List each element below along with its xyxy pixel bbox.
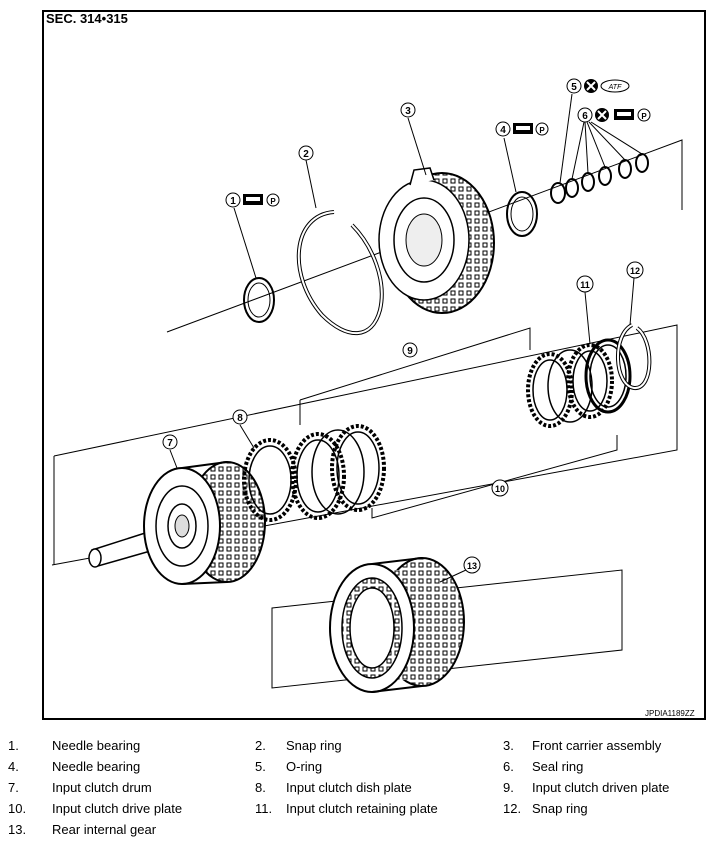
svg-text:2: 2 — [303, 149, 309, 160]
needle-bearing-1 — [233, 207, 275, 323]
callout-11: 11 — [576, 275, 594, 293]
svg-text:3: 3 — [405, 106, 411, 117]
legend-num: 10. — [8, 801, 27, 816]
svg-text:P: P — [539, 126, 545, 135]
legend-label: Front carrier assembly — [532, 738, 662, 753]
petroleum-jelly-icon: P — [535, 122, 549, 136]
legend-label: O-ring — [286, 759, 323, 774]
legend-num: 11. — [255, 801, 273, 816]
svg-text:1: 1 — [230, 196, 236, 207]
legend-num: 7. — [8, 780, 19, 795]
callout-7: 7 — [162, 434, 178, 450]
legend-num: 9. — [503, 780, 514, 795]
atf-icon: ATF — [600, 79, 630, 93]
callout-5: 5 — [566, 78, 582, 94]
legend-label: Input clutch driven plate — [532, 780, 670, 795]
callout-9: 9 — [402, 342, 418, 358]
seal-rings-6 — [565, 121, 649, 198]
legend-num: 12. — [503, 801, 522, 816]
svg-text:12: 12 — [630, 266, 640, 276]
svg-text:10: 10 — [495, 484, 505, 494]
exploded-view-diagram: 1 2 3 4 5 6 7 8 9 10 11 12 13 P P ATF P — [51, 78, 683, 693]
snap-ring-12 — [616, 277, 652, 390]
legend-label: Needle bearing — [52, 738, 141, 753]
svg-text:P: P — [270, 197, 276, 206]
svg-text:5: 5 — [571, 82, 577, 93]
rear-internal-gear-13 — [329, 557, 467, 693]
callout-13: 13 — [463, 556, 481, 574]
snap-ring-2 — [296, 159, 384, 336]
legend-label: Rear internal gear — [52, 822, 157, 837]
svg-text:6: 6 — [582, 111, 588, 122]
input-clutch-drum-7 — [88, 449, 266, 585]
svg-text:9: 9 — [407, 346, 413, 357]
legend-num: 13. — [8, 822, 27, 837]
needle-bearing-4 — [503, 137, 538, 237]
legend-label: Input clutch drum — [52, 780, 152, 795]
svg-text:ATF: ATF — [608, 84, 622, 91]
o-ring-5 — [550, 93, 573, 204]
front-carrier-assembly-3 — [378, 117, 495, 314]
svg-text:13: 13 — [467, 561, 477, 571]
grease-icon — [513, 123, 533, 134]
callout-2: 2 — [298, 145, 314, 161]
grease-icon — [614, 109, 634, 120]
legend-label: Input clutch retaining plate — [286, 801, 438, 816]
legend-label: Input clutch dish plate — [286, 780, 412, 795]
callout-8: 8 — [232, 409, 248, 425]
legend-label: Needle bearing — [52, 759, 141, 774]
legend-num: 1. — [8, 738, 19, 753]
input-clutch-dish-plate-8 — [239, 424, 298, 522]
svg-text:P: P — [641, 112, 647, 121]
callout-3: 3 — [400, 102, 416, 118]
grease-icon — [243, 194, 263, 205]
input-clutch-plates-9-10 — [290, 343, 614, 520]
legend-num: 8. — [255, 780, 266, 795]
legend-num: 3. — [503, 738, 514, 753]
callout-4: 4 — [495, 121, 511, 137]
do-not-reuse-icon — [595, 108, 609, 122]
petroleum-jelly-icon: P — [637, 108, 651, 122]
legend-num: 4. — [8, 759, 19, 774]
legend-num: 2. — [255, 738, 266, 753]
callout-10: 10 — [491, 479, 509, 497]
callout-6: 6 — [577, 107, 593, 123]
legend-label: Snap ring — [532, 801, 588, 816]
petroleum-jelly-icon: P — [266, 193, 280, 207]
svg-text:8: 8 — [237, 413, 243, 424]
section-title: SEC. 314•315 — [46, 11, 128, 26]
callout-12: 12 — [626, 261, 644, 279]
do-not-reuse-icon — [584, 79, 598, 93]
diagram-code: JPDIA1189ZZ — [645, 709, 695, 718]
callouts: 1 2 3 4 5 6 7 8 9 10 11 12 13 — [162, 78, 644, 574]
legend-label: Input clutch drive plate — [52, 801, 183, 816]
legend-num: 6. — [503, 759, 514, 774]
legend-num: 5. — [255, 759, 266, 774]
svg-text:11: 11 — [580, 280, 590, 290]
legend-label: Snap ring — [286, 738, 342, 753]
input-clutch-retaining-plate-11 — [584, 291, 632, 414]
callout-1: 1 — [225, 192, 241, 208]
legend-label: Seal ring — [532, 759, 584, 774]
svg-text:7: 7 — [167, 438, 173, 449]
svg-text:4: 4 — [500, 125, 506, 136]
symbol-markers: P P ATF P — [243, 79, 651, 207]
